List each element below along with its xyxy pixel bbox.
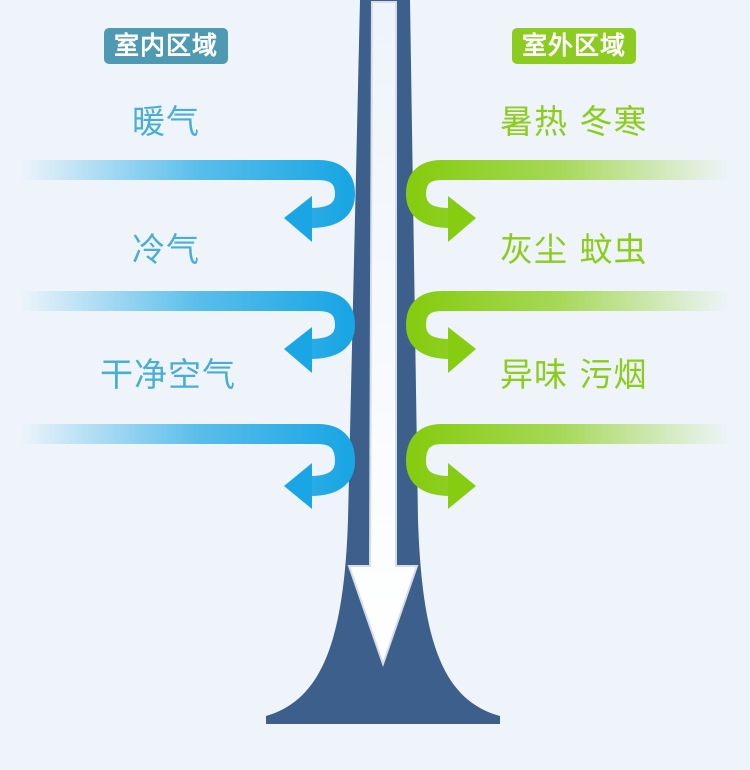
outdoor-zone-badge: 室外区域 bbox=[512, 28, 637, 64]
outdoor-label-odor-smoke: 异味 污烟 bbox=[500, 355, 648, 394]
outdoor-arrow-2 bbox=[405, 291, 730, 373]
outdoor-label-dust-insects: 灰尘 蚊虫 bbox=[500, 230, 648, 269]
indoor-label-cool-air: 冷气 bbox=[132, 230, 200, 269]
indoor-arrow-3 bbox=[20, 424, 356, 509]
indoor-zone-badge: 室内区域 bbox=[104, 28, 229, 64]
indoor-label-clean-air: 干净空气 bbox=[100, 355, 236, 394]
indoor-arrow-2 bbox=[20, 291, 356, 373]
outdoor-label-heat-cold: 暑热 冬寒 bbox=[500, 102, 648, 141]
outdoor-arrow-3 bbox=[405, 424, 730, 509]
indoor-label-warm-air: 暖气 bbox=[132, 102, 200, 141]
indoor-arrow-1 bbox=[20, 160, 356, 242]
outdoor-arrow-1 bbox=[405, 160, 730, 242]
down-arrow-icon bbox=[347, 1, 419, 668]
